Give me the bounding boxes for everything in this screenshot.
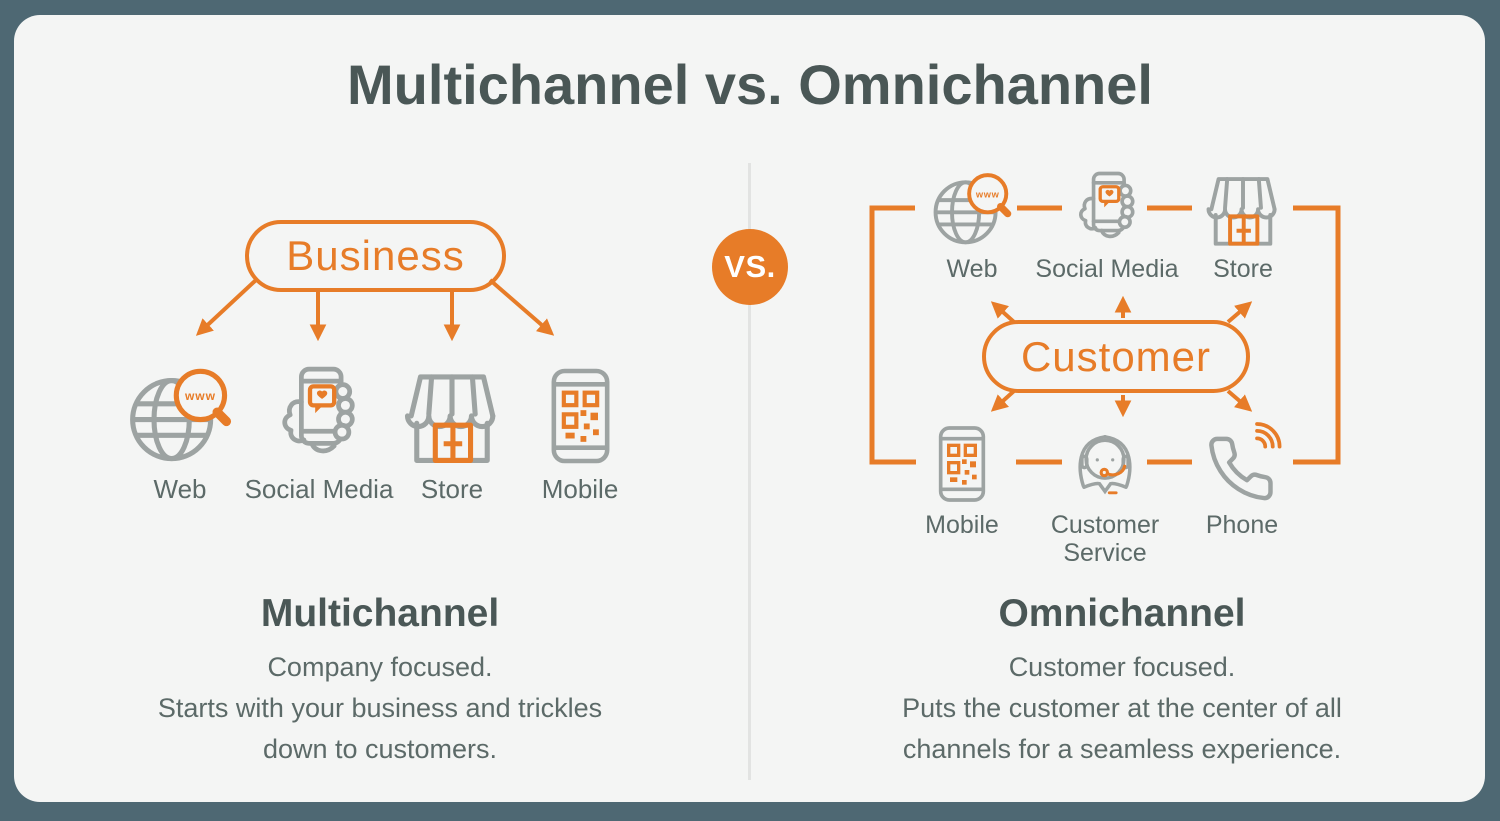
phone-qr-icon	[935, 420, 989, 504]
channel-mobile-left: Mobile	[492, 362, 668, 504]
customer-hub-pill: Customer	[982, 320, 1250, 393]
multichannel-description-line: Starts with your business and trickles	[157, 693, 603, 723]
channel-phone: Phone	[1154, 420, 1330, 539]
channel-label: Phone	[1205, 511, 1279, 539]
channel-label: Mobile	[541, 474, 619, 504]
channel-social-media-left: Social Media	[231, 362, 407, 504]
omnichannel-text-block: Omnichannel Customer focused. Puts the c…	[812, 592, 1432, 770]
channel-store-right: Store	[1155, 168, 1331, 283]
phone-qr-icon	[547, 362, 614, 466]
channel-store-left: Store	[364, 362, 540, 504]
channel-label: Mobile	[925, 511, 999, 539]
support-agent-icon	[1063, 420, 1147, 504]
vs-badge: VS.	[712, 229, 788, 305]
storefront-icon	[398, 362, 506, 466]
storefront-icon	[1201, 168, 1285, 248]
channel-label: Social Media	[1035, 255, 1179, 283]
omnichannel-description-line: channels for a seamless experience.	[902, 734, 1342, 764]
handset-waves-icon	[1201, 420, 1283, 504]
channel-mobile-right: Mobile	[874, 420, 1050, 539]
hand-phone-chat-icon	[1071, 168, 1144, 248]
business-hub-pill: Business	[245, 220, 506, 292]
channel-web-right: Web	[884, 168, 1060, 283]
globe-search-icon	[128, 362, 232, 466]
channel-label: Web	[946, 255, 998, 283]
multichannel-description-line: down to customers.	[262, 734, 498, 764]
customer-hub-label: Customer	[1020, 332, 1212, 380]
multichannel-text-block: Multichannel Company focused. Starts wit…	[70, 592, 690, 770]
channel-label: Customer Service	[1050, 511, 1160, 567]
channel-web-left: Web	[92, 362, 268, 504]
channel-label: Web	[153, 474, 207, 504]
page-title: Multichannel vs. Omnichannel	[347, 53, 1153, 116]
vs-badge-label: VS.	[724, 249, 776, 284]
multichannel-description-line: Company focused.	[267, 652, 493, 682]
channel-label: Social Media	[244, 474, 394, 504]
channel-social-media-right: Social Media	[1019, 168, 1195, 283]
multichannel-heading: Multichannel	[260, 592, 500, 635]
center-divider	[748, 163, 751, 780]
omnichannel-description-line: Customer focused.	[1008, 652, 1236, 682]
channel-label: Store	[1213, 255, 1273, 283]
globe-search-icon	[932, 168, 1012, 248]
omnichannel-heading: Omnichannel	[998, 592, 1246, 635]
omnichannel-description-line: Puts the customer at the center of all	[902, 693, 1342, 723]
hand-phone-chat-icon	[272, 362, 367, 466]
channel-label: Store	[420, 474, 484, 504]
channel-customer-service: Customer Service	[1030, 420, 1180, 567]
business-hub-label: Business	[286, 232, 465, 279]
